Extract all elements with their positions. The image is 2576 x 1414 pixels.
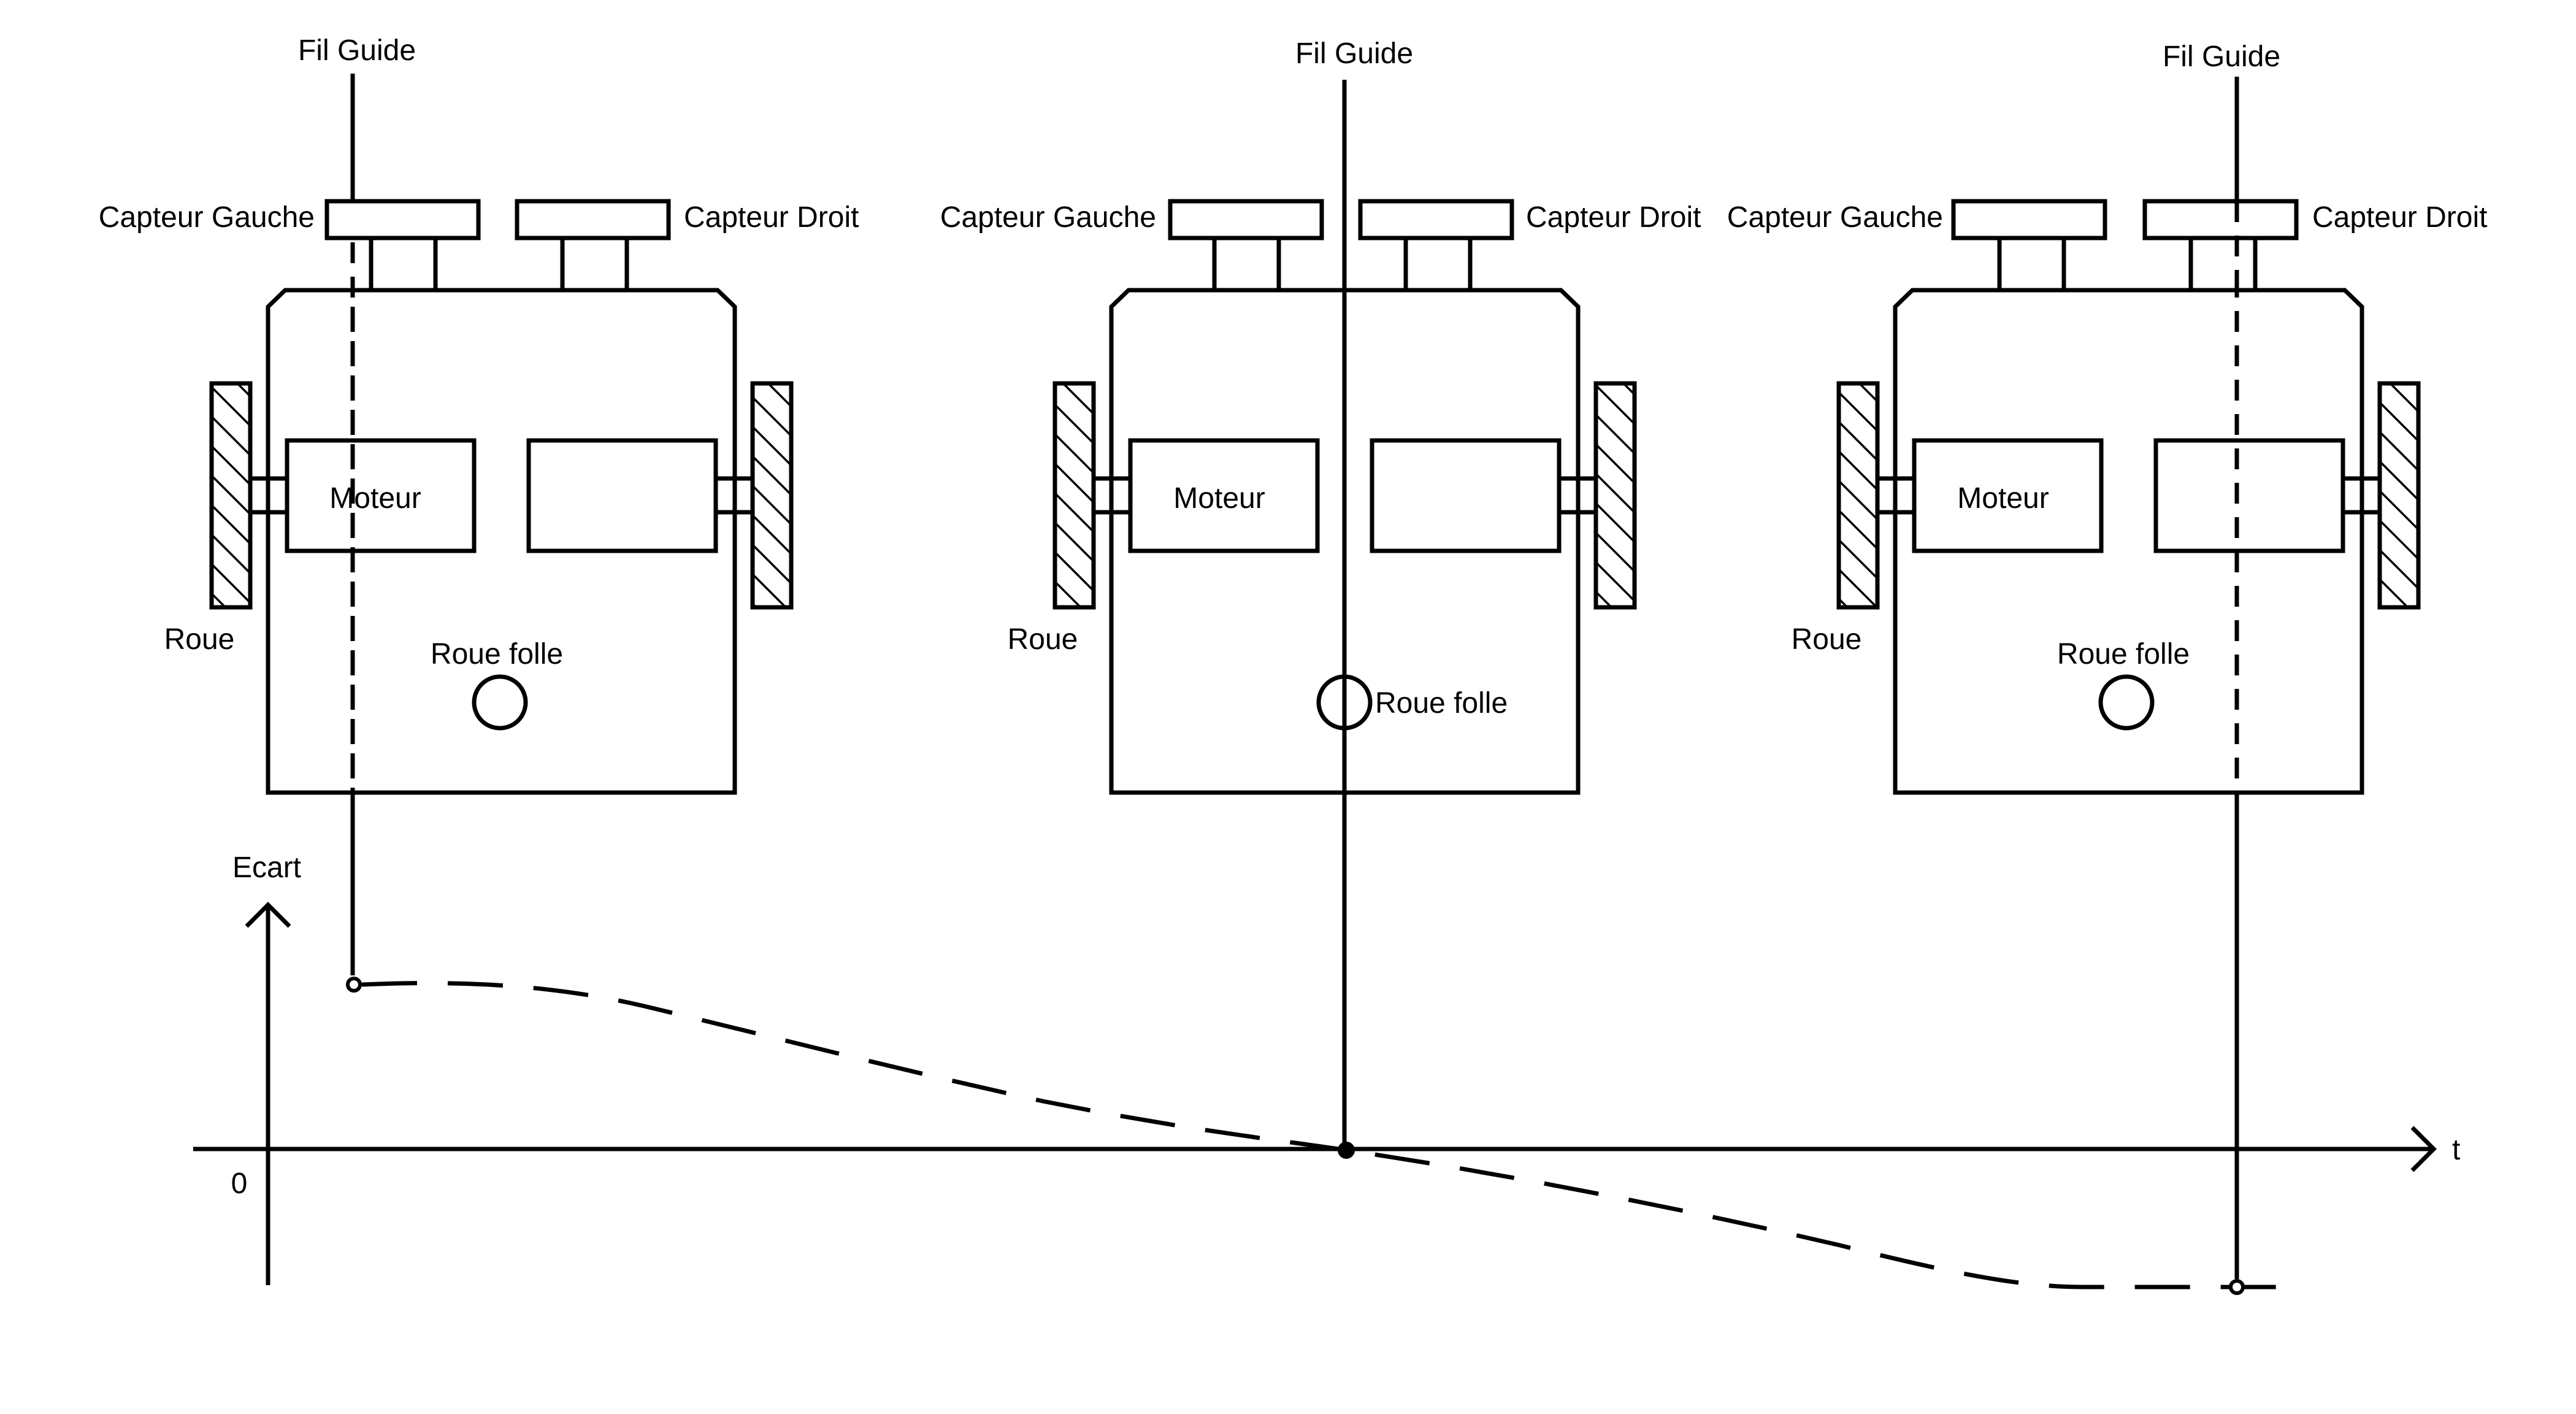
wheel-label: Roue (1008, 623, 1078, 656)
caster-wheel-label: Roue folle (431, 638, 563, 670)
guide-wire-label: Fil Guide (298, 34, 416, 67)
x-axis-arrow (2410, 1126, 2437, 1172)
right-sensor (1358, 199, 1514, 240)
y-axis-arrow (245, 902, 291, 928)
left-sensor-mount (1997, 236, 2066, 293)
right-wheel (2377, 381, 2421, 610)
wheel-label: Roue (1792, 623, 1862, 656)
right-sensor (515, 199, 671, 240)
left-sensor (324, 199, 481, 240)
right-sensor (2142, 199, 2299, 240)
y-axis-label: Ecart (232, 851, 301, 884)
left-sensor-mount (369, 236, 438, 293)
left-sensor-label: Capteur Gauche (940, 201, 1156, 234)
robot-3: Fil Guide Capteur Gauche Capteur Droit R… (1727, 40, 2487, 1279)
right-sensor-mount (1403, 236, 1473, 293)
motor-label: Moteur (1173, 482, 1265, 515)
caster-wheel-label: Roue folle (2057, 638, 2190, 670)
right-wheel (750, 381, 794, 610)
caster-wheel (2098, 674, 2155, 731)
left-sensor-mount (1212, 236, 1281, 293)
left-sensor (1951, 199, 2107, 240)
left-wheel (209, 381, 253, 610)
start-point-marker (346, 977, 362, 993)
left-motor (285, 438, 477, 553)
left-wheel (1052, 381, 1096, 610)
caster-wheel (1316, 674, 1373, 731)
chassis (266, 288, 737, 795)
right-motor (2153, 438, 2345, 553)
deviation-curve (361, 981, 2294, 1289)
robot-1: Fil Guide Capteur Gauche Capteur Droit R… (99, 34, 859, 975)
left-sensor-label: Capteur Gauche (1727, 201, 1943, 234)
chassis (1893, 288, 2364, 795)
right-sensor-mount (560, 236, 629, 293)
right-wheel (1593, 381, 1637, 610)
left-sensor (1168, 199, 1324, 240)
x-axis-label: t (2452, 1134, 2460, 1166)
zero-crossing-marker (1338, 1142, 1355, 1159)
right-sensor-label: Capteur Droit (1526, 201, 1701, 234)
right-motor (1370, 438, 1562, 553)
left-wheel (1836, 381, 1880, 610)
deviation-graph: Ecart t 0 (193, 851, 2460, 1295)
right-motor (526, 438, 718, 553)
motor-label: Moteur (1957, 482, 2049, 515)
caster-wheel-label: Roue folle (1375, 687, 1508, 720)
end-point-marker (2229, 1279, 2245, 1295)
origin-label: 0 (231, 1167, 248, 1200)
left-sensor-label: Capteur Gauche (99, 201, 315, 234)
right-sensor-label: Capteur Droit (2312, 201, 2487, 234)
right-sensor-mount (2188, 236, 2258, 293)
robot-2: Fil Guide Capteur Gauche Capteur Droit R… (940, 37, 1701, 1146)
guide-wire-label: Fil Guide (2163, 40, 2280, 73)
left-motor (1128, 438, 1320, 553)
guide-wire-label: Fil Guide (1295, 37, 1413, 70)
right-sensor-label: Capteur Droit (684, 201, 859, 234)
chassis (1109, 288, 1581, 795)
caster-wheel (472, 674, 528, 731)
motor-label: Moteur (329, 482, 421, 515)
left-motor (1912, 438, 2104, 553)
wheel-label: Roue (164, 623, 235, 656)
